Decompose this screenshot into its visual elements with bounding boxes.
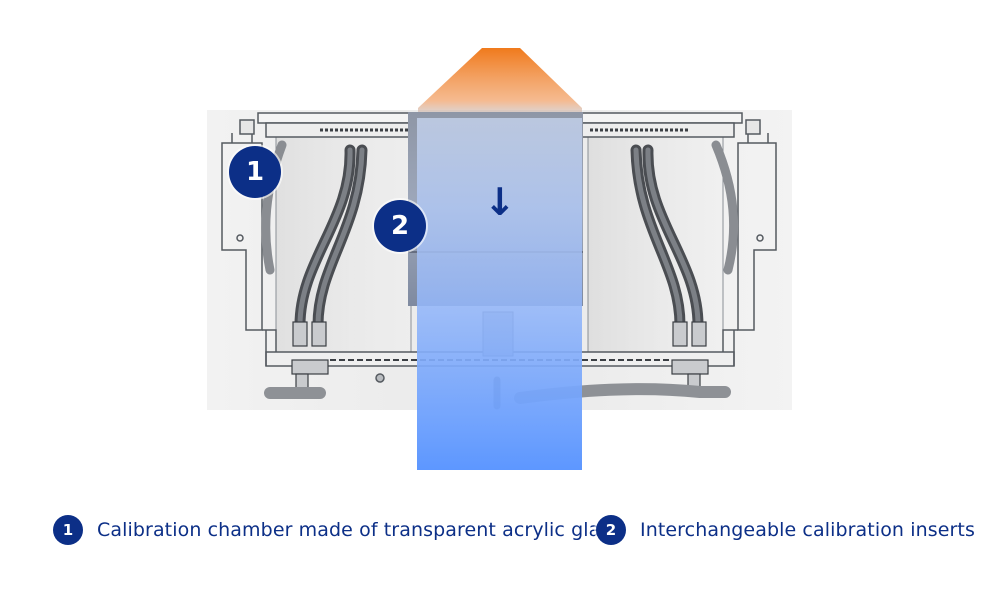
legend-badge-1: 1	[53, 515, 83, 545]
radiation-source-cone	[418, 48, 582, 118]
valve-fittings-left	[291, 321, 329, 393]
callout-badge-1: 1	[229, 146, 281, 198]
legend-label-2: Interchangeable calibration inserts	[640, 519, 975, 541]
valve-fittings-right	[671, 321, 709, 393]
right-side-bracket	[722, 120, 777, 352]
legend-badge-2: 2	[596, 515, 626, 545]
callout-badge-2: 2	[374, 200, 426, 252]
legend-label-1: Calibration chamber made of transparent …	[97, 519, 621, 541]
calibration-beam	[417, 118, 582, 470]
arrow-down-icon: ↓	[484, 180, 516, 224]
hoses-right	[630, 140, 739, 331]
